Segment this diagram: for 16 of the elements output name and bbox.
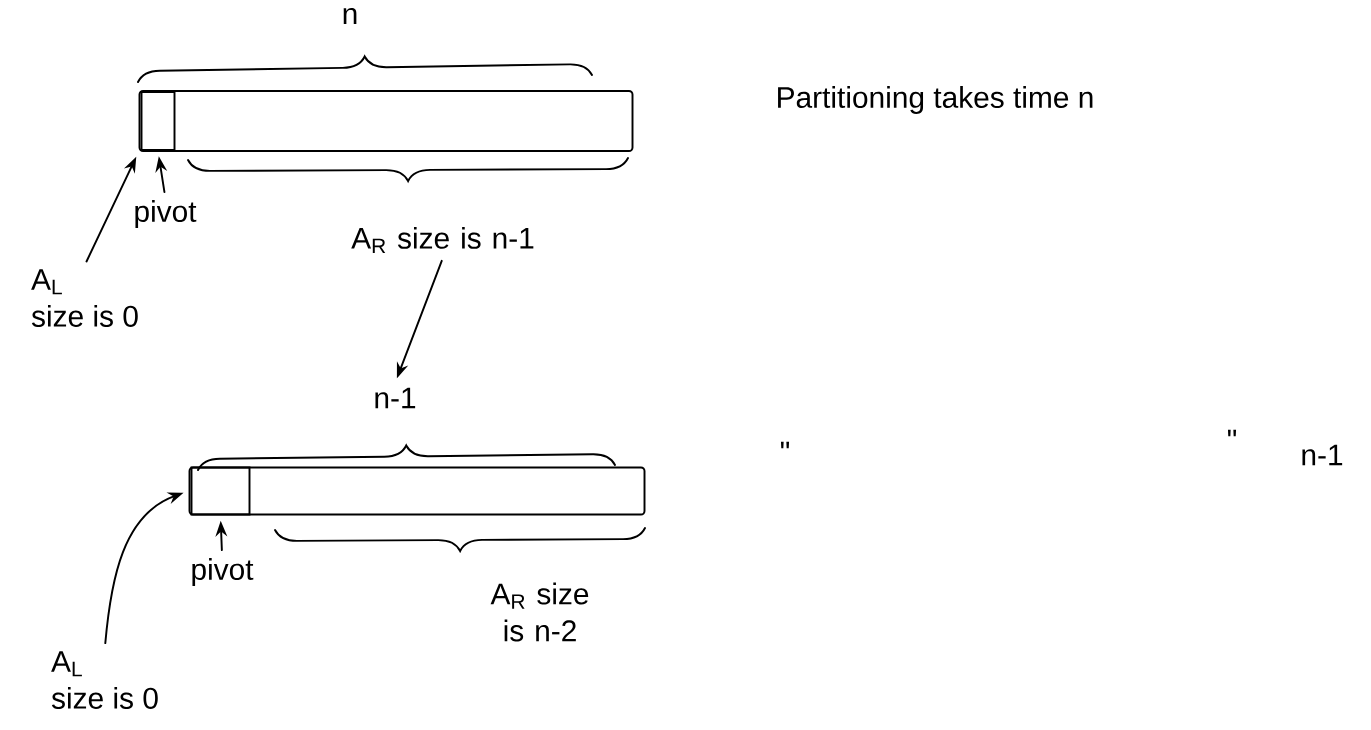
array-bar: [138, 90, 634, 152]
pivot-label: pivot: [135, 200, 197, 228]
size-label: n-1: [375, 387, 416, 409]
pivot-cell: [140, 91, 176, 151]
pivot-label: pivot: [192, 558, 254, 586]
note-text: Partitioning takes time n: [778, 86, 1093, 114]
array-bar: [188, 466, 646, 516]
subarray-label: A$_{R}$ size is n-2: [490, 582, 589, 642]
size-label: n-1: [1302, 444, 1343, 466]
subarray-label: A$_{R}$ size is n-1: [351, 226, 534, 254]
ditto-mark: ": [780, 441, 790, 449]
subarray-label: A$_{L}$ size is 0: [51, 651, 158, 709]
ditto-mark: ": [1228, 429, 1237, 437]
size-label: n: [343, 7, 357, 25]
pivot-cell: [190, 466, 251, 516]
subarray-label: A$_{L}$ size is 0: [31, 269, 138, 327]
